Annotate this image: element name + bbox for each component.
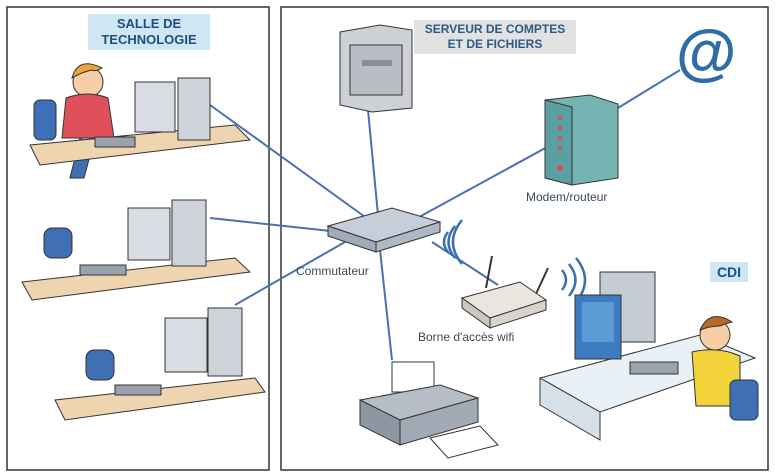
chair-3 xyxy=(85,349,115,381)
technology-room-label-line1: SALLE DE xyxy=(116,16,182,31)
internet-at-icon: @ xyxy=(676,18,737,87)
server-label-line2: ET DE FICHIERS xyxy=(447,37,543,51)
network-panel xyxy=(280,6,769,471)
switch-device xyxy=(326,207,442,253)
technology-room-panel xyxy=(6,6,270,471)
technology-room-label-line2: TECHNOLOGIE xyxy=(101,32,197,47)
link-modem xyxy=(409,139,561,223)
technology-room-label: SALLE DE TECHNOLOGIE xyxy=(88,14,210,50)
link-server xyxy=(367,109,379,216)
link-printer xyxy=(379,249,393,361)
wifi-access-point xyxy=(460,255,549,329)
switch-label: Commutateur xyxy=(296,264,369,278)
modem-label: Modem/routeur xyxy=(526,190,608,204)
wifi-label: Borne d'accès wifi xyxy=(418,330,515,344)
desk-2 xyxy=(21,199,252,301)
network-links xyxy=(209,69,681,361)
printer xyxy=(358,361,499,459)
student-cdi xyxy=(691,316,759,421)
link-pc3 xyxy=(234,241,346,306)
chair-2 xyxy=(43,227,73,259)
link-internet xyxy=(617,69,681,109)
server-tower xyxy=(339,24,413,113)
desk-1 xyxy=(29,77,252,166)
cdi-label: CDI xyxy=(710,262,748,282)
desk-3 xyxy=(54,307,266,421)
link-pc1 xyxy=(209,104,373,223)
link-pc2 xyxy=(209,217,341,233)
server-label-line1: SERVEUR DE COMPTES xyxy=(424,22,566,36)
modem-router xyxy=(544,94,619,186)
server-label: SERVEUR DE COMPTES ET DE FICHIERS xyxy=(414,20,576,54)
